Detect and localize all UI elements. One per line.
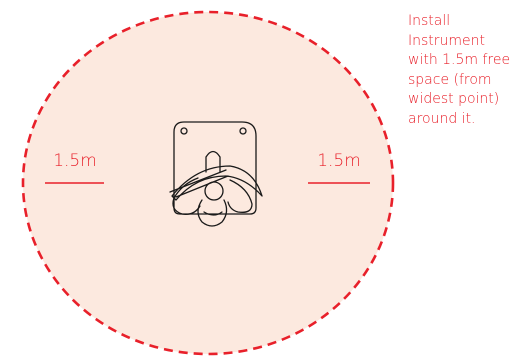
hook-slot (205, 150, 221, 173)
instruction-line: space (from (408, 71, 492, 88)
instruction-line: with 1.5m free (408, 52, 511, 68)
instruction-line: around it. (408, 110, 476, 127)
instrument-lens (204, 181, 224, 201)
wall-mounted-instrument-icon (169, 121, 263, 227)
clearance-label-left: 1.5m (53, 151, 97, 171)
mounting-hole-left (180, 127, 188, 135)
clearance-zone (21, 10, 395, 356)
instruction-line: Install (408, 13, 451, 29)
instrument-body (172, 177, 201, 215)
mounting-plate (173, 121, 257, 215)
clearance-label-right: 1.5m (317, 151, 361, 171)
clearance-instruction-text: Install Instrument with 1.5m free space … (408, 12, 526, 129)
instrument-handle (171, 165, 263, 201)
instruction-line: widest point) (408, 91, 500, 107)
mounting-hole-right (239, 127, 247, 135)
instruction-line: Instrument (408, 32, 486, 49)
